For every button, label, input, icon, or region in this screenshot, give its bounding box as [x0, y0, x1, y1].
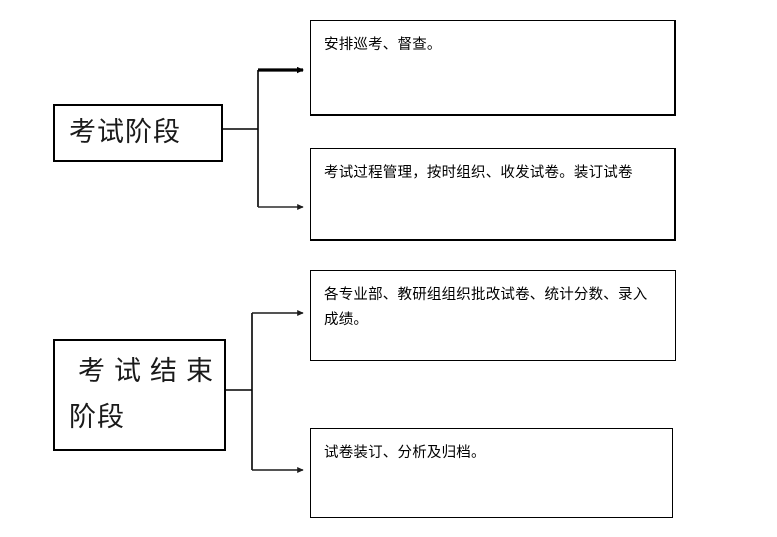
stage-label-exam-end-lines: 考试结束 阶段: [55, 349, 224, 441]
task-box-exam-process-management: 考试过程管理，按时组织、收发试卷。装订试卷: [310, 148, 676, 241]
stage-label-exam-lines: 考试阶段: [55, 110, 221, 156]
stage-label-exam-end-line-2: 阶段: [69, 402, 125, 433]
stage-label-exam-line-1: 考试阶段: [69, 117, 181, 148]
connector-exam-stage: [223, 66, 304, 210]
task-text-binding-analysis-archiving: 试卷装订、分析及归档。: [324, 445, 486, 461]
task-box-grading-and-scores: 各专业部、教研组组织批改试卷、统计分数、录入成绩。: [310, 270, 676, 361]
stage-label-exam-end-line-1: 考试结束: [78, 356, 222, 387]
stage-box-exam: 考试阶段: [53, 104, 223, 162]
stage-box-exam-end: 考试结束 阶段: [53, 339, 226, 451]
task-box-binding-analysis-archiving: 试卷装订、分析及归档。: [310, 428, 673, 518]
task-text-exam-process-management: 考试过程管理，按时组织、收发试卷。装订试卷: [324, 165, 633, 181]
connector-exam-end-stage: [226, 310, 304, 473]
task-box-arrange-inspection: 安排巡考、督查。: [310, 20, 676, 116]
task-text-grading-and-scores: 各专业部、教研组组织批改试卷、统计分数、录入成绩。: [324, 287, 648, 328]
task-text-arrange-inspection: 安排巡考、督查。: [324, 37, 442, 53]
